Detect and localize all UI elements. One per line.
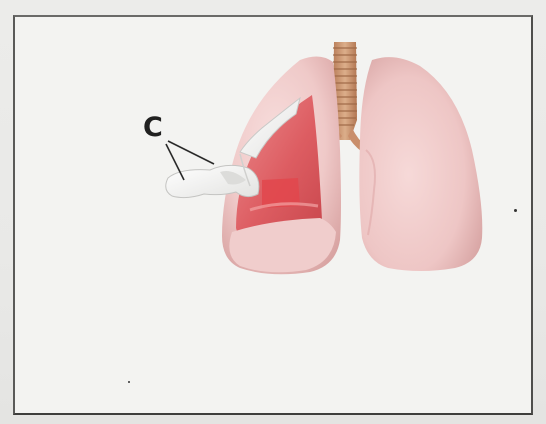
speck [514, 209, 517, 212]
label-c: C [143, 114, 163, 141]
left-lung-illustration [359, 57, 482, 271]
speck [128, 381, 130, 383]
right-lung-illustration [222, 56, 341, 274]
